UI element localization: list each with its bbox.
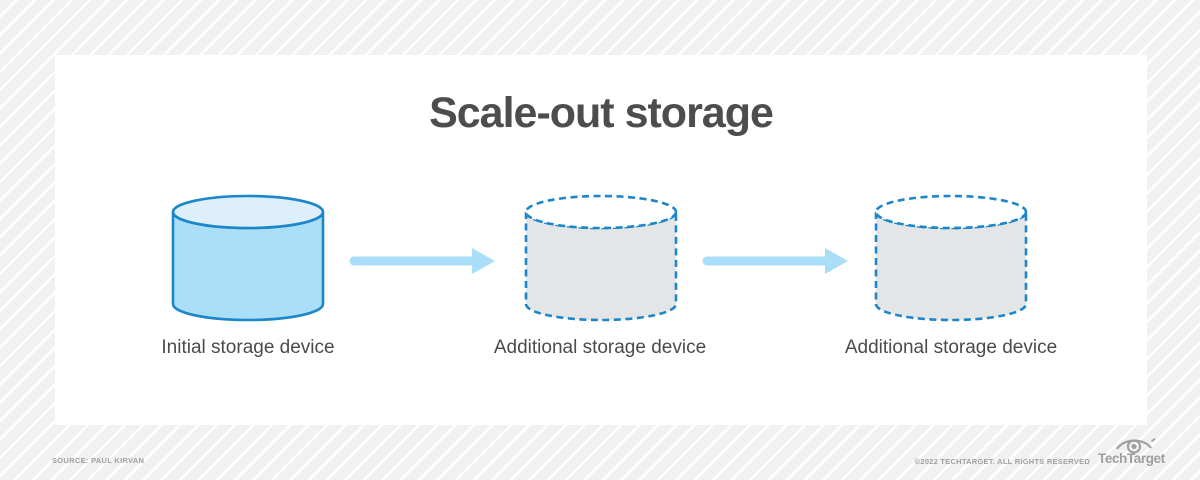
node-label-initial: Initial storage device xyxy=(161,337,335,358)
source-credit: SOURCE: PAUL KIRVAN xyxy=(52,456,145,465)
eye-icon xyxy=(1116,437,1156,454)
storage-cylinder-additional-2 xyxy=(874,194,1028,322)
arrow-right-icon xyxy=(702,248,848,274)
storage-cylinder-initial: .cyl{top:137px;} xyxy=(171,194,325,322)
page-title: Scale-out storage xyxy=(429,89,774,137)
copyright-text: ©2022 TECHTARGET. ALL RIGHTS RESERVED xyxy=(914,457,1090,466)
cylinder-top xyxy=(524,194,678,230)
cylinder-top xyxy=(874,194,1028,230)
brand-wordmark: TechTarget xyxy=(1098,451,1165,466)
storage-cylinder-additional-1 xyxy=(524,194,678,322)
techtarget-logo: TechTarget xyxy=(1098,435,1165,466)
cylinder-body xyxy=(874,211,1028,322)
cylinder-top xyxy=(171,194,325,230)
arrow-head xyxy=(472,248,495,274)
content-card: Scale-out storage .cyl{top:137px;} Initi… xyxy=(55,55,1147,425)
node-label-additional-2: Additional storage device xyxy=(844,337,1058,358)
arrow-head xyxy=(825,248,848,274)
arrow-right-icon xyxy=(349,248,495,274)
cylinder-body xyxy=(524,211,678,322)
node-label-additional-1: Additional storage device xyxy=(493,337,707,358)
